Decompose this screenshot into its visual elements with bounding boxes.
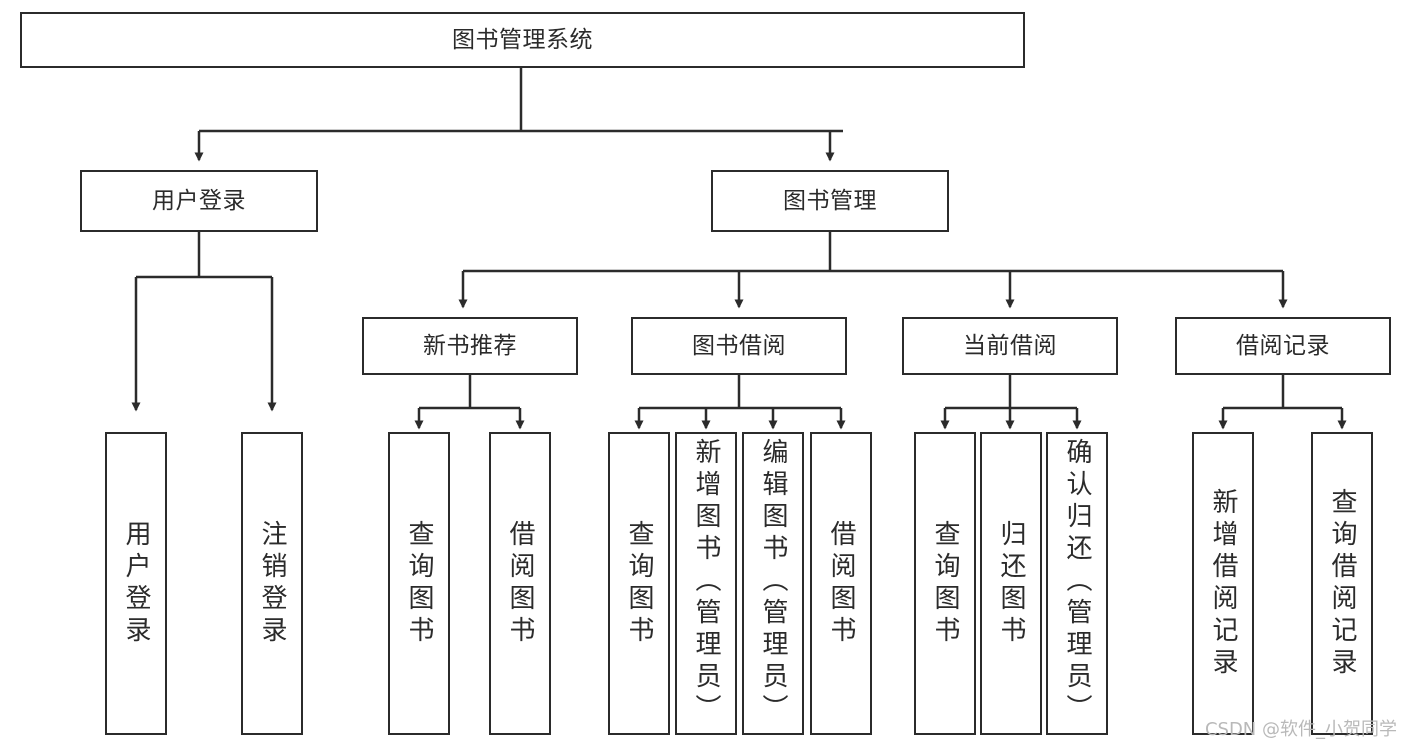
node-leaf-return-book-label: 归还图书: [996, 519, 1026, 648]
node-leaf-query-book-1[interactable]: 查询图书: [388, 432, 450, 735]
node-leaf-return-book[interactable]: 归还图书: [980, 432, 1042, 735]
node-user-login[interactable]: 用户登录: [80, 170, 318, 232]
node-leaf-logout[interactable]: 注销登录: [241, 432, 303, 735]
node-leaf-add-book-label: 新增图书（管理员）: [691, 438, 721, 726]
csdn-watermark: CSDN @软件_小贺同学: [1204, 719, 1397, 740]
node-user-login-label: 用户登录: [152, 187, 246, 214]
node-leaf-query-book-2[interactable]: 查询图书: [608, 432, 670, 735]
node-leaf-confirm-return[interactable]: 确认归还（管理员）: [1046, 432, 1108, 735]
node-new-book-recommend-label: 新书推荐: [423, 332, 517, 359]
node-book-borrow-label: 图书借阅: [692, 332, 786, 359]
node-leaf-borrow-book-2[interactable]: 借阅图书: [810, 432, 872, 735]
node-borrow-record-label: 借阅记录: [1236, 332, 1330, 359]
node-current-borrow[interactable]: 当前借阅: [902, 317, 1118, 375]
node-leaf-confirm-return-label: 确认归还（管理员）: [1062, 438, 1092, 726]
node-leaf-borrow-book-2-label: 借阅图书: [826, 519, 856, 648]
node-leaf-query-book-1-label: 查询图书: [404, 519, 434, 648]
node-leaf-edit-book[interactable]: 编辑图书（管理员）: [742, 432, 804, 735]
node-root[interactable]: 图书管理系统: [20, 12, 1025, 68]
node-leaf-edit-book-label: 编辑图书（管理员）: [758, 438, 788, 726]
node-leaf-add-record-label: 新增借阅记录: [1208, 487, 1238, 680]
node-leaf-query-record[interactable]: 查询借阅记录: [1311, 432, 1373, 735]
node-leaf-query-book-3-label: 查询图书: [930, 519, 960, 648]
node-leaf-borrow-book-1-label: 借阅图书: [505, 519, 535, 648]
node-leaf-borrow-book-1[interactable]: 借阅图书: [489, 432, 551, 735]
node-new-book-recommend[interactable]: 新书推荐: [362, 317, 578, 375]
node-borrow-record[interactable]: 借阅记录: [1175, 317, 1391, 375]
node-book-borrow[interactable]: 图书借阅: [631, 317, 847, 375]
node-current-borrow-label: 当前借阅: [963, 332, 1057, 359]
node-leaf-query-record-label: 查询借阅记录: [1327, 487, 1357, 680]
node-leaf-add-book[interactable]: 新增图书（管理员）: [675, 432, 737, 735]
node-leaf-add-record[interactable]: 新增借阅记录: [1192, 432, 1254, 735]
node-leaf-user-login-label: 用户登录: [121, 519, 151, 648]
node-leaf-logout-label: 注销登录: [257, 519, 287, 648]
node-root-label: 图书管理系统: [452, 26, 593, 53]
node-leaf-query-book-3[interactable]: 查询图书: [914, 432, 976, 735]
node-book-management[interactable]: 图书管理: [711, 170, 949, 232]
node-book-management-label: 图书管理: [783, 187, 877, 214]
node-leaf-query-book-2-label: 查询图书: [624, 519, 654, 648]
node-leaf-user-login[interactable]: 用户登录: [105, 432, 167, 735]
